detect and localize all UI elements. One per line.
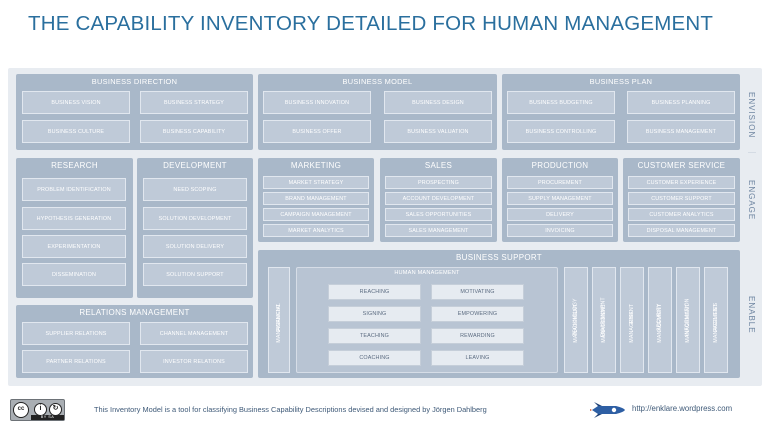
capability-box[interactable]: PROBLEM IDENTIFICATION: [22, 178, 126, 201]
capability-box[interactable]: BUSINESS PLANNING: [627, 91, 735, 114]
capability-box[interactable]: SOLUTION SUPPORT: [143, 263, 247, 286]
share-alike-icon: ↻: [49, 403, 62, 416]
capability-box[interactable]: CUSTOMER ANALYTICS: [628, 208, 735, 221]
creative-commons-badge[interactable]: cc i ↻ BY SA: [10, 399, 65, 421]
capability-map: BUSINESS DIRECTION BUSINESS VISION BUSIN…: [8, 68, 762, 386]
capability-box[interactable]: SOLUTION DELIVERY: [143, 235, 247, 258]
panel-title: RELATIONS MANAGEMENT: [79, 308, 190, 317]
capability-box[interactable]: MARKET ANALYTICS: [263, 224, 369, 237]
capability-box[interactable]: CUSTOMER SUPPORT: [628, 192, 735, 205]
sales-panel: SALES PROSPECTING ACCOUNT DEVELOPMENT SA…: [380, 158, 497, 242]
capability-box[interactable]: INVESTOR RELATIONS: [140, 350, 248, 373]
panel-title: PRODUCTION: [531, 161, 589, 170]
risk-management-box[interactable]: RISK MANAGEMENT: [620, 267, 644, 373]
capability-box[interactable]: BUSINESS DESIGN: [384, 91, 492, 114]
panel-title: DEVELOPMENT: [163, 161, 227, 170]
capability-box[interactable]: PROSPECTING: [385, 176, 492, 189]
capability-box[interactable]: BUSINESS BUDGETING: [507, 91, 615, 114]
panel-title: BUSINESS DIRECTION: [91, 77, 178, 86]
relations-management-panel: RELATIONS MANAGEMENT SUPPLIER RELATIONS …: [16, 305, 253, 378]
capability-box[interactable]: MARKET STRATEGY: [263, 176, 369, 189]
business-direction-panel: BUSINESS DIRECTION BUSINESS VISION BUSIN…: [16, 74, 253, 150]
rocket-icon: [590, 402, 625, 418]
capability-box[interactable]: EXPERIMENTATION: [22, 235, 126, 258]
cc-icon: cc: [13, 402, 29, 418]
financial-management-box[interactable]: FINANCIAL MANAGEMENT: [268, 267, 290, 373]
capability-box[interactable]: SUPPLY MANAGEMENT: [507, 192, 613, 205]
research-panel: RESEARCH PROBLEM IDENTIFICATION HYPOTHES…: [16, 158, 133, 298]
license-label: BY SA: [31, 415, 64, 420]
engage-label: ENGAGE: [747, 180, 756, 221]
facilities-management-box[interactable]: FACILITIES MANAGEMENT: [704, 267, 728, 373]
capability-box[interactable]: NEED SCOPING: [143, 178, 247, 201]
human-capability-box[interactable]: REWARDING: [431, 328, 524, 344]
capability-box[interactable]: HYPOTHESIS GENERATION: [22, 207, 126, 230]
development-panel: DEVELOPMENT NEED SCOPING SOLUTION DEVELO…: [137, 158, 253, 298]
panel-title: CUSTOMER SERVICE: [637, 161, 726, 170]
human-capability-box[interactable]: EMPOWERING: [431, 306, 524, 322]
environment-management-box[interactable]: ENVIRONMENT MANAGEMENT: [592, 267, 616, 373]
panel-title: SALES: [424, 161, 453, 170]
capability-box[interactable]: BUSINESS CONTROLLING: [507, 120, 615, 143]
human-capability-box[interactable]: LEAVING: [431, 350, 524, 366]
capability-box[interactable]: ACCOUNT DEVELOPMENT: [385, 192, 492, 205]
panel-title: RESEARCH: [51, 161, 98, 170]
customer-service-panel: CUSTOMER SERVICE CUSTOMER EXPERIENCE CUS…: [623, 158, 740, 242]
capability-box[interactable]: BRAND MANAGEMENT: [263, 192, 369, 205]
panel-title: MARKETING: [290, 161, 342, 170]
capability-box[interactable]: INVOICING: [507, 224, 613, 237]
business-plan-panel: BUSINESS PLAN BUSINESS BUDGETING BUSINES…: [502, 74, 740, 150]
row-separator: [748, 152, 756, 153]
production-panel: PRODUCTION PROCUREMENT SUPPLY MANAGEMENT…: [502, 158, 618, 242]
information-management-box[interactable]: INFORMATION MANAGEMENT: [676, 267, 700, 373]
security-management-box[interactable]: SECURITY MANAGEMENT: [648, 267, 672, 373]
capability-box[interactable]: PROCUREMENT: [507, 176, 613, 189]
vertical-label-line: MANAGEMENT: [600, 303, 607, 343]
business-model-panel: BUSINESS MODEL BUSINESS INNOVATION BUSIN…: [258, 74, 497, 150]
footer-credit: This Inventory Model is a tool for class…: [94, 405, 487, 414]
human-capability-box[interactable]: REACHING: [328, 284, 421, 300]
marketing-panel: MARKETING MARKET STRATEGY BRAND MANAGEME…: [258, 158, 374, 242]
human-management-title: HUMAN MANAGEMENT: [394, 270, 460, 276]
capability-box[interactable]: BUSINESS CULTURE: [22, 120, 130, 143]
capability-box[interactable]: BUSINESS VALUATION: [384, 120, 492, 143]
human-management-box: HUMAN MANAGEMENT REACHING MOTIVATING SIG…: [296, 267, 558, 373]
capability-box[interactable]: DISSEMINATION: [22, 263, 126, 286]
human-capability-box[interactable]: MOTIVATING: [431, 284, 524, 300]
capability-box[interactable]: BUSINESS INNOVATION: [263, 91, 371, 114]
capability-box[interactable]: SOLUTION DEVELOPMENT: [143, 207, 247, 230]
capability-box[interactable]: BUSINESS CAPABILITY: [140, 120, 248, 143]
panel-title: BUSINESS MODEL: [342, 77, 413, 86]
vertical-label-line: MANAGEMENT: [628, 303, 635, 343]
vertical-label-line: MANAGEMENT: [712, 303, 719, 343]
capability-box[interactable]: SALES MANAGEMENT: [385, 224, 492, 237]
human-capability-box[interactable]: COACHING: [328, 350, 421, 366]
technology-management-box[interactable]: TECHNOLOGY MANAGEMENT: [564, 267, 588, 373]
capability-box[interactable]: SALES OPPORTUNITIES: [385, 208, 492, 221]
capability-box[interactable]: BUSINESS STRATEGY: [140, 91, 248, 114]
enable-label: ENABLE: [747, 296, 756, 334]
envision-label: ENVISION: [747, 92, 756, 139]
vertical-label-line: MANAGEMENT: [275, 303, 282, 343]
capability-box[interactable]: PARTNER RELATIONS: [22, 350, 130, 373]
vertical-label-line: MANAGEMENT: [656, 303, 663, 343]
business-support-panel: BUSINESS SUPPORT FINANCIAL MANAGEMENT HU…: [258, 250, 740, 378]
capability-box[interactable]: BUSINESS OFFER: [263, 120, 371, 143]
human-capability-box[interactable]: SIGNING: [328, 306, 421, 322]
capability-box[interactable]: CHANNEL MANAGEMENT: [140, 322, 248, 345]
capability-box[interactable]: BUSINESS VISION: [22, 91, 130, 114]
page-title: THE CAPABILITY INVENTORY DETAILED FOR HU…: [28, 12, 714, 35]
website-link[interactable]: http://enklare.wordpress.com: [632, 404, 733, 413]
human-capability-box[interactable]: TEACHING: [328, 328, 421, 344]
vertical-label-line: MANAGEMENT: [572, 303, 579, 343]
capability-box[interactable]: SUPPLIER RELATIONS: [22, 322, 130, 345]
capability-box[interactable]: DISPOSAL MANAGEMENT: [628, 224, 735, 237]
capability-box[interactable]: CAMPAIGN MANAGEMENT: [263, 208, 369, 221]
vertical-label-line: MANAGEMENT: [684, 303, 691, 343]
capability-box[interactable]: DELIVERY: [507, 208, 613, 221]
panel-title: BUSINESS PLAN: [589, 77, 653, 86]
capability-box[interactable]: CUSTOMER EXPERIENCE: [628, 176, 735, 189]
panel-title: BUSINESS SUPPORT: [455, 253, 542, 262]
capability-box[interactable]: BUSINESS MANAGEMENT: [627, 120, 735, 143]
